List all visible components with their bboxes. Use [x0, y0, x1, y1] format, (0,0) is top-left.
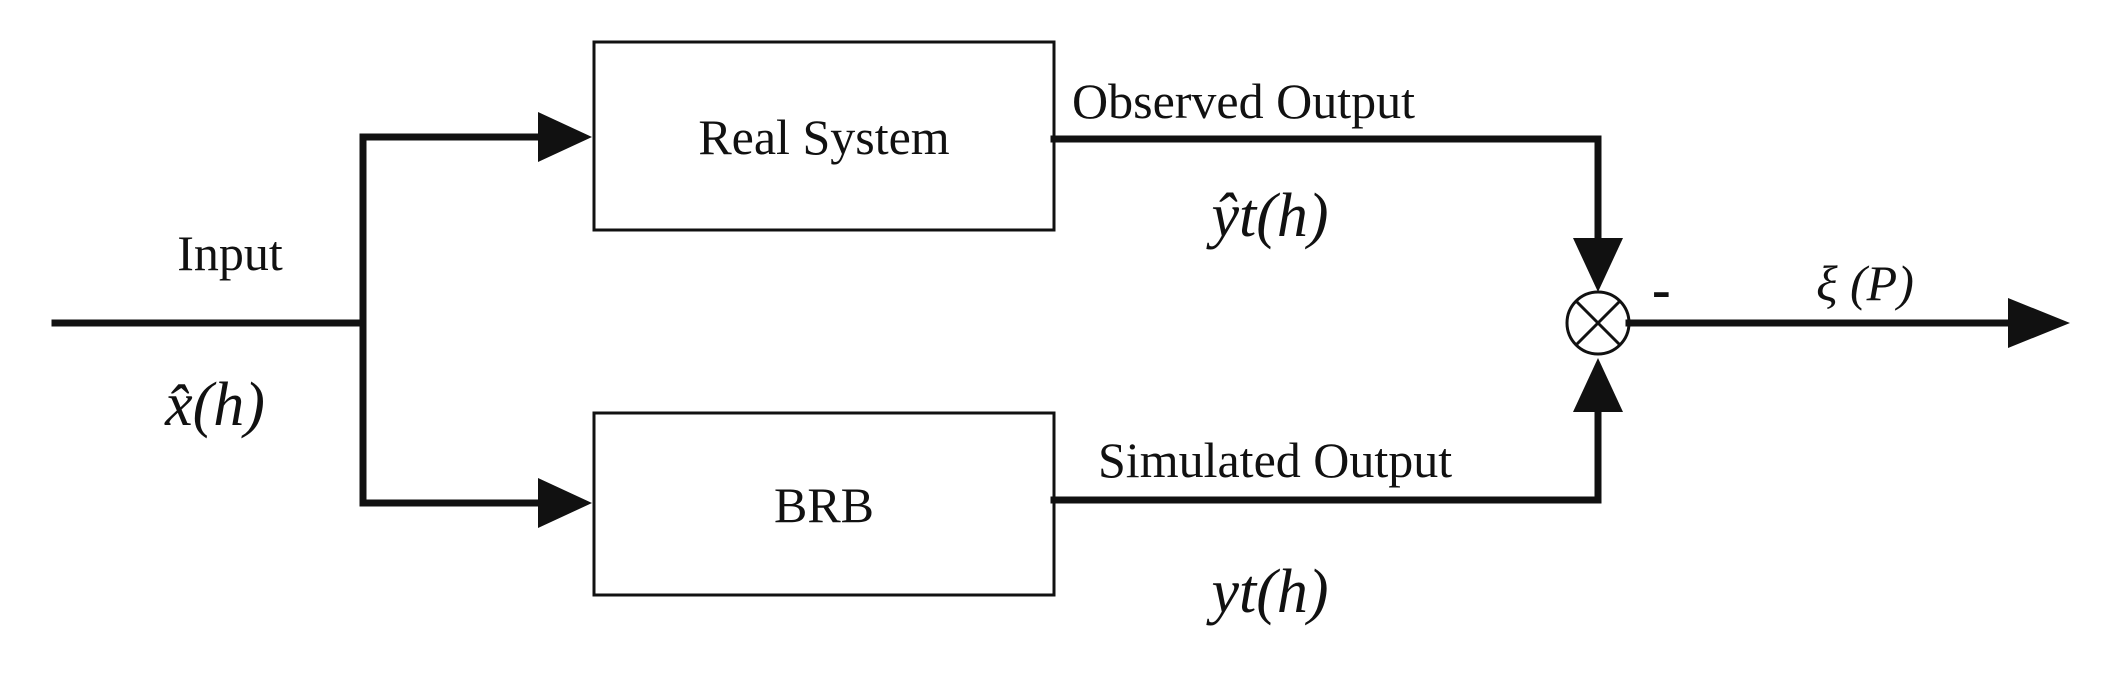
arrowhead-simulated: [1573, 358, 1623, 412]
brb-label: BRB: [774, 477, 874, 533]
arrowhead-error: [2008, 298, 2070, 348]
simulated-signal: yt(h): [1205, 558, 1328, 626]
input-label: Input: [177, 225, 283, 281]
real-system-block: [592, 40, 1056, 232]
real-system-label: Real System: [698, 109, 949, 165]
brb-block: [592, 411, 1056, 597]
arrowhead-observed: [1573, 238, 1623, 292]
simulated-output-label: Simulated Output: [1098, 432, 1452, 488]
observed-signal: ŷt(h): [1205, 182, 1328, 250]
arrowhead-real-system: [538, 112, 592, 162]
input-signal: x̂(h): [164, 371, 265, 439]
summing-junction: [1565, 290, 1631, 356]
arrowhead-brb: [538, 478, 592, 528]
error-signal: ξ (P): [1816, 255, 1914, 311]
observed-output-label: Observed Output: [1072, 73, 1415, 129]
minus-sign: -: [1652, 259, 1671, 321]
